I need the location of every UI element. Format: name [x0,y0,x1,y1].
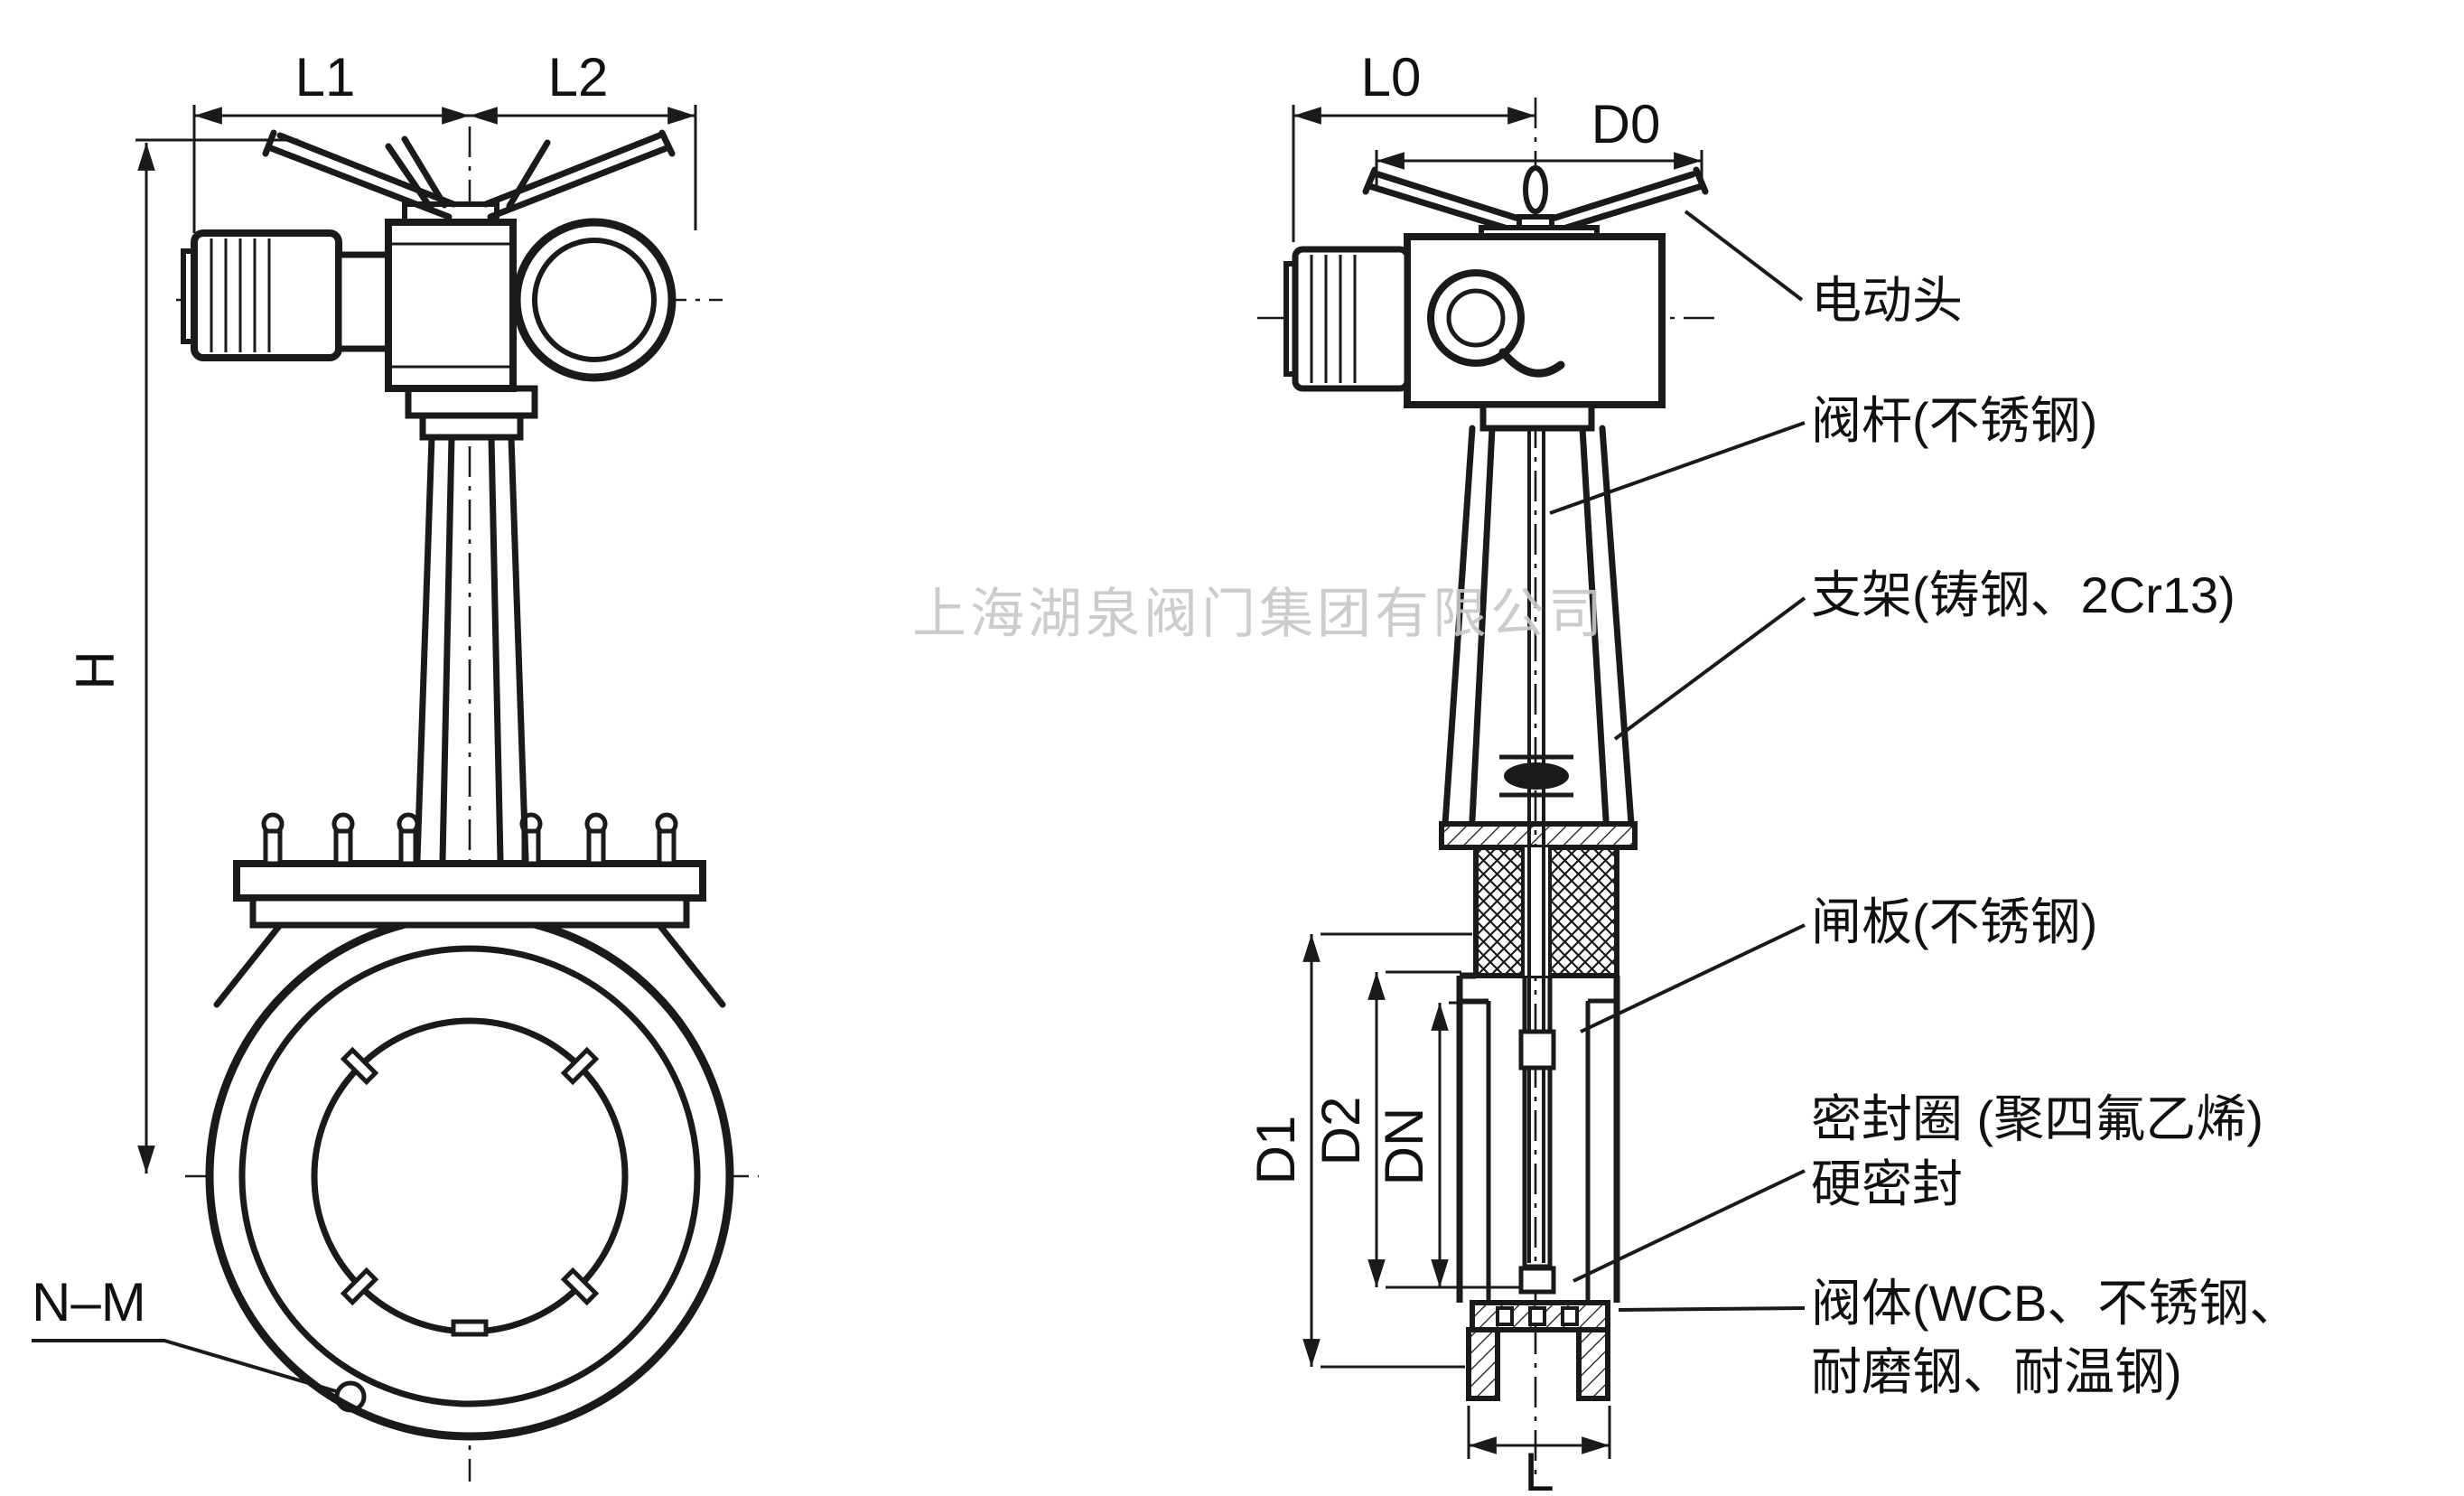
dim-dn: DN [1374,1001,1490,1287]
callout-body-label-line2: 耐磨钢、耐温钢) [1811,1343,2182,1400]
callout-leaders [1549,210,1806,1312]
gearbox-front [385,201,517,392]
bottom-flange [1466,1300,1610,1401]
dim-d1: D1 [1246,932,1472,1369]
dim-label-h: H [65,650,126,689]
valve-body-front [205,912,734,1441]
body-side [1456,972,1620,1303]
dim-d0: D0 [1375,94,1703,186]
dim-label-d1: D1 [1246,1116,1306,1185]
dim-label-nm: N–M [32,1272,146,1332]
handwheel-front [512,218,677,382]
dim-label-l2: L2 [548,47,609,108]
handwheel-arms-front [262,129,676,220]
dim-label-dn: DN [1374,1108,1434,1186]
bonnet-flange-front [213,860,726,1008]
dim-d2: D2 [1311,970,1519,1289]
bore-guide-ticks [340,1046,600,1337]
callout-bracket-label: 支架(铸钢、2Cr13) [1811,566,2235,623]
callout-body-label-line1: 阀体(WCB、不锈钢、 [1811,1275,2300,1332]
callout-seal-label-line1: 密封圈 (聚四氟乙烯) [1811,1090,2263,1147]
dim-l1-l2: L1 L2 [192,47,697,233]
callout-gate-label: 闸板(不锈钢) [1811,893,2097,950]
callout-nm: N–M [32,1272,367,1413]
bonnet-section [1473,845,1619,978]
dim-label-l1: L1 [295,47,356,108]
yoke-side [1442,425,1635,827]
gate [1518,976,1556,1269]
bolt-hole [334,1380,367,1413]
callout-stem-label: 阀杆(不锈钢) [1811,392,2097,449]
callout-actuator-label: 电动头 [1811,272,1963,329]
watermark-text: 上海湖泉阀门集团有限公司 [912,584,1606,644]
motor-front [181,229,392,361]
dim-label-l0: L0 [1361,47,1422,108]
dim-l0: L0 [1292,47,1535,242]
actuator-side [1283,225,1666,408]
yoke-front [414,434,529,864]
actuator-base-front [405,385,538,441]
dim-l: L [1467,1406,1611,1496]
dim-h: H [65,138,298,1173]
stem-nut [1499,754,1573,798]
declutch-lever [1498,348,1565,378]
right-view: L0 D0 D1 D2 DN [1246,47,2300,1496]
left-view: H L1 L2 N–M [32,47,759,1482]
dim-label-d2: D2 [1311,1097,1371,1166]
actuator-adapter [1479,401,1595,432]
dim-label-l: L [1524,1442,1554,1496]
dim-label-d0: D0 [1591,94,1661,154]
sight-port [1427,269,1525,367]
packing-plate [1439,821,1638,850]
gate-guide [1518,1029,1556,1071]
seal-ring [1518,1266,1556,1295]
callout-labels: 电动头 阀杆(不锈钢) 支架(铸钢、2Cr13) 闸板(不锈钢) 密封圈 (聚四… [1811,272,2300,1400]
callout-seal-label-line2: 硬密封 [1811,1155,1963,1212]
stem [1527,428,1545,1263]
